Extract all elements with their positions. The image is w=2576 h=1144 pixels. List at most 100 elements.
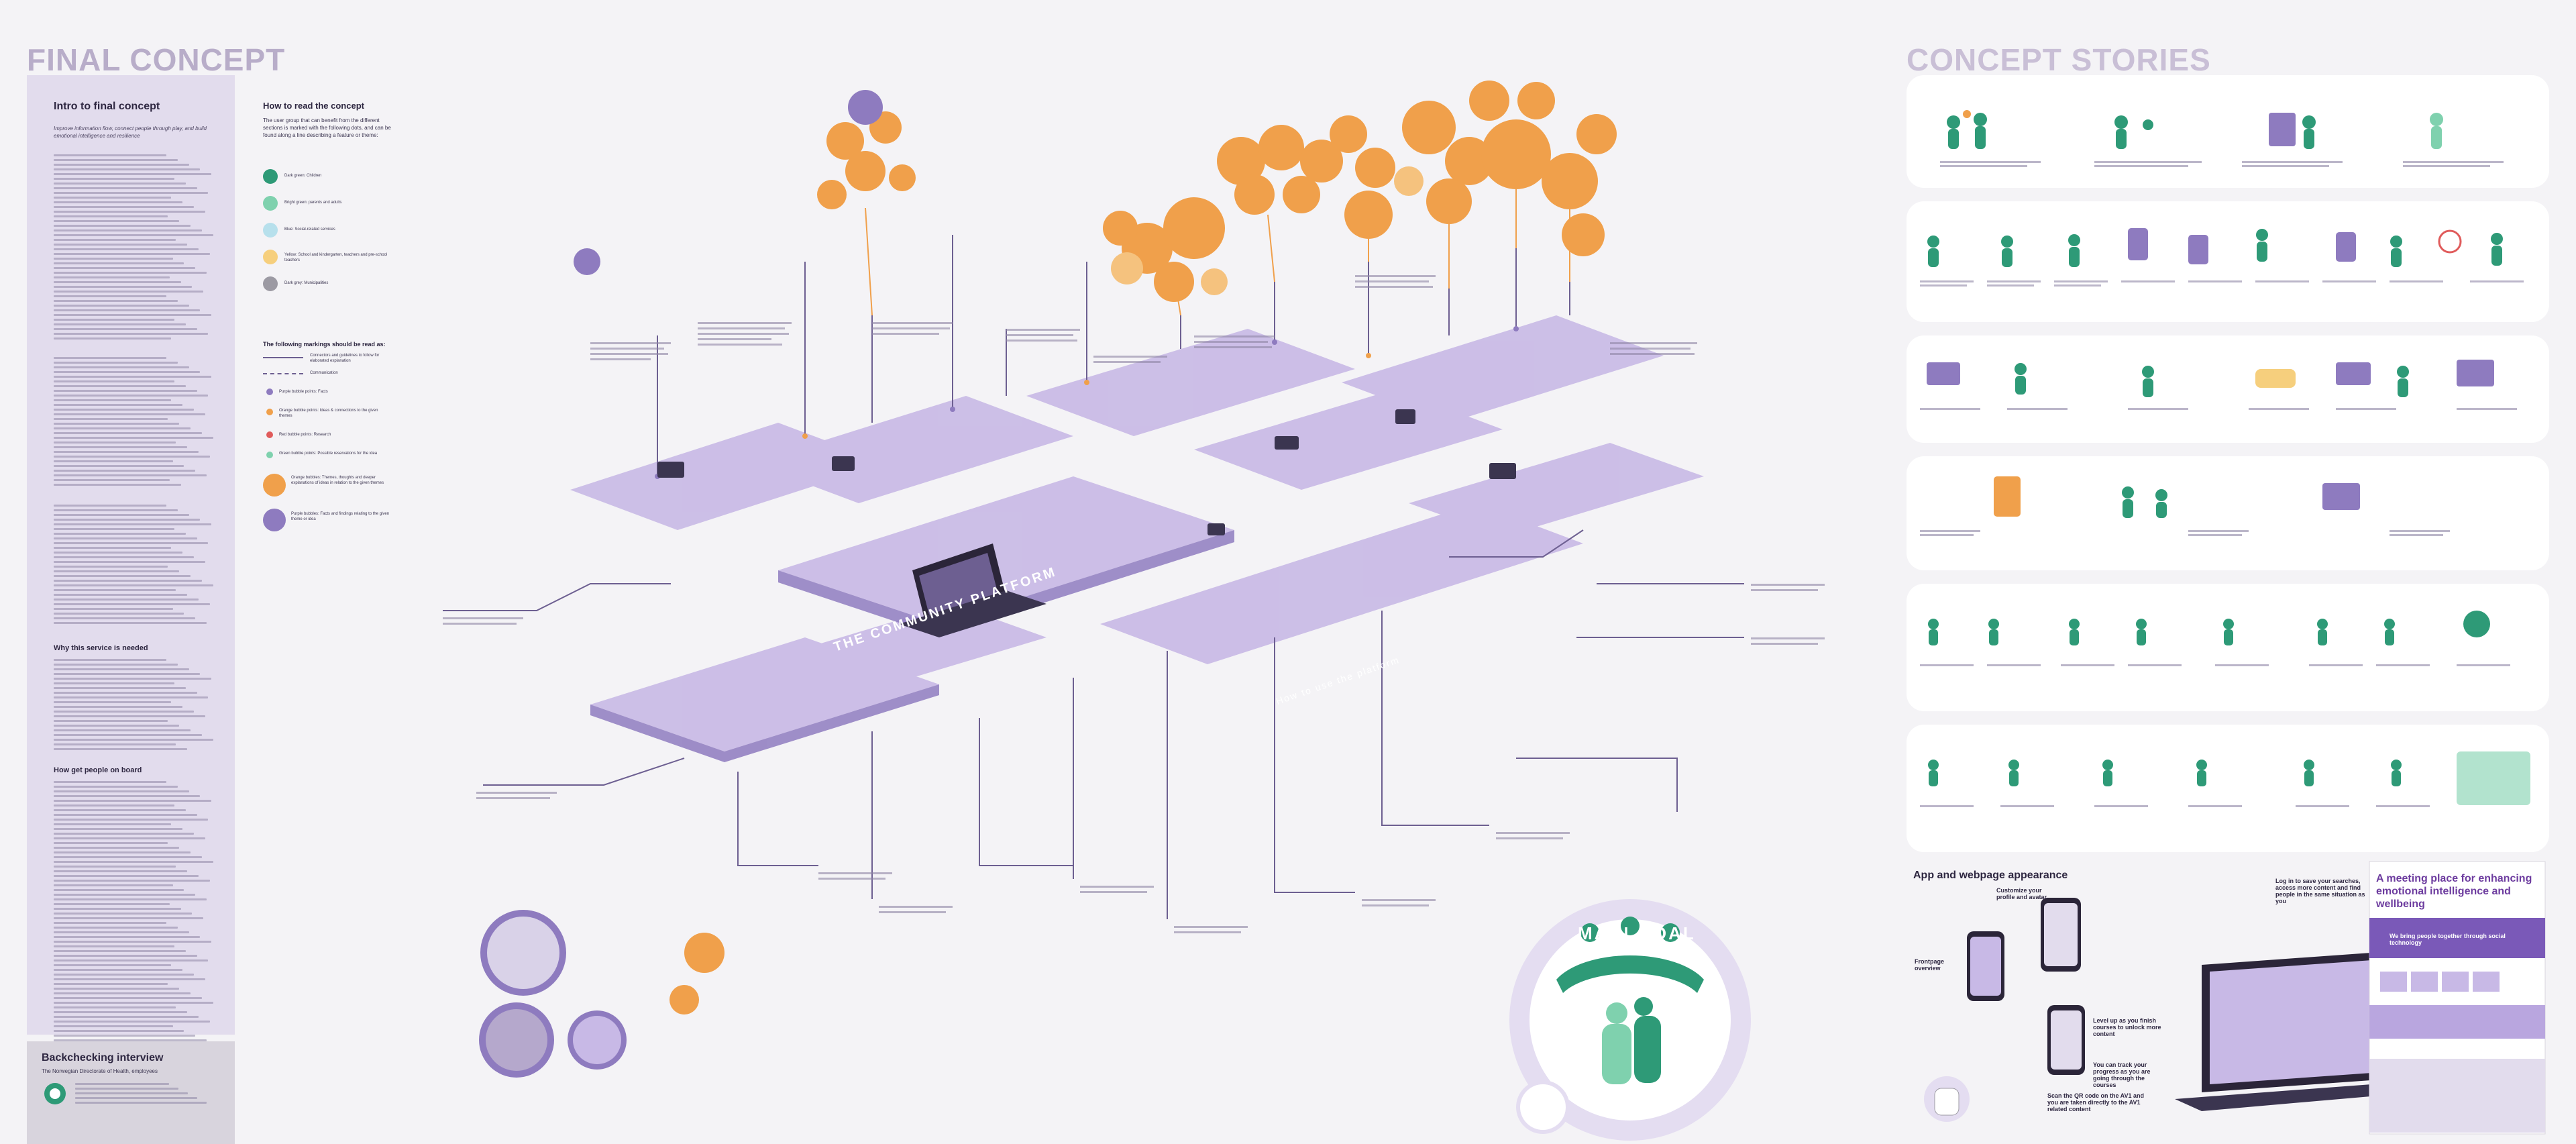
text-line — [54, 314, 212, 316]
platform-howto-path — [1100, 503, 1583, 664]
backcheck-title: Backchecking interview — [42, 1052, 164, 1063]
app-note: Log in to save your searches, access mor… — [2275, 878, 2365, 904]
text-line — [54, 729, 191, 731]
legend-bubble-points — [266, 388, 273, 458]
text-line — [54, 399, 172, 401]
text-line — [54, 580, 202, 582]
text-line — [54, 446, 188, 448]
story-row — [1907, 456, 2549, 570]
text-line — [54, 319, 174, 321]
text-line — [54, 556, 194, 558]
legend-orange-bubble — [263, 474, 286, 497]
text-line — [54, 542, 209, 544]
text-line — [54, 997, 202, 999]
text-line — [54, 192, 209, 194]
purple-fact-bubbles — [574, 90, 883, 275]
app-note: Frontpage overview — [1915, 958, 1944, 972]
note-text-blocks — [443, 275, 1825, 933]
text-line — [54, 201, 182, 203]
platform-right — [1194, 389, 1503, 490]
text-line — [54, 842, 168, 844]
backcheck-panel: Backchecking interview The Norwegian Dir… — [27, 1041, 235, 1144]
text-line — [54, 804, 174, 807]
text-line — [54, 790, 189, 792]
laptop-icon — [899, 543, 1046, 637]
text-line — [54, 992, 191, 994]
text-line — [54, 828, 182, 830]
story-row — [1907, 725, 2549, 852]
text-line — [54, 880, 210, 882]
text-line — [54, 894, 196, 896]
text-line — [54, 936, 201, 938]
text-line — [54, 533, 186, 535]
text-line — [54, 390, 197, 392]
text-line — [54, 748, 188, 750]
text-line — [54, 870, 188, 872]
text-line — [54, 456, 210, 458]
legend-dot-parents — [263, 196, 278, 211]
legend-title: How to read the concept — [263, 101, 364, 111]
text-line — [75, 1102, 207, 1104]
text-line — [54, 258, 173, 260]
text-line — [54, 1039, 207, 1041]
text-line — [54, 908, 181, 910]
text-line — [54, 711, 194, 713]
platform-center-top — [751, 396, 1073, 503]
get-on-board-list — [54, 781, 215, 1044]
legend-dot-label: Bright green: parents and adults — [284, 201, 342, 205]
intro-title: Intro to final concept — [54, 101, 160, 112]
text-line — [54, 913, 193, 915]
text-line — [54, 608, 173, 610]
device-icons — [657, 409, 1516, 535]
text-line — [54, 950, 186, 952]
text-line — [54, 286, 193, 288]
text-line — [54, 229, 202, 231]
text-line — [54, 366, 189, 368]
text-line — [54, 385, 186, 387]
text-line — [54, 333, 209, 335]
text-line — [54, 964, 172, 966]
text-line — [54, 664, 178, 666]
text-line — [54, 692, 197, 694]
legend-dot-label: Dark green: Children — [284, 174, 322, 178]
text-line — [54, 1035, 196, 1037]
text-line — [54, 927, 178, 929]
text-line — [54, 941, 212, 943]
text-line — [54, 809, 186, 811]
story-illustrations — [1940, 110, 2504, 167]
laptop-mockup — [2175, 951, 2416, 1111]
text-line — [54, 617, 196, 619]
text-line — [54, 599, 199, 601]
text-line — [54, 566, 168, 568]
text-line — [54, 206, 194, 208]
story-row — [1907, 201, 2549, 322]
concept-map-graphic — [443, 81, 1825, 1141]
why-heading: Why this service is needed — [54, 644, 148, 652]
backcheck-notes — [75, 1083, 209, 1106]
text-line — [54, 931, 189, 933]
text-line — [54, 253, 210, 255]
main-goal-label: MAIN GOAL — [1578, 923, 1696, 943]
story-illustrations — [1920, 228, 2524, 287]
text-line — [54, 418, 168, 420]
platform-main — [778, 476, 1234, 624]
legend-panel: How to read the concept The user group t… — [248, 75, 409, 706]
text-line — [54, 1002, 213, 1004]
text-line — [54, 305, 189, 307]
text-line — [54, 248, 199, 250]
text-line — [54, 409, 194, 411]
platform-shapes — [570, 315, 1704, 751]
text-line — [54, 917, 204, 919]
text-line — [54, 720, 168, 722]
text-line — [54, 814, 197, 816]
text-line — [54, 528, 174, 530]
text-line — [54, 437, 213, 439]
text-line — [54, 380, 174, 382]
text-line — [54, 328, 197, 330]
platform-upper-right — [1026, 329, 1355, 436]
text-line — [54, 220, 180, 222]
text-line — [54, 291, 204, 293]
legend-line-dashed — [263, 373, 303, 374]
text-line — [54, 922, 166, 924]
app-mockups — [1924, 861, 2546, 1135]
